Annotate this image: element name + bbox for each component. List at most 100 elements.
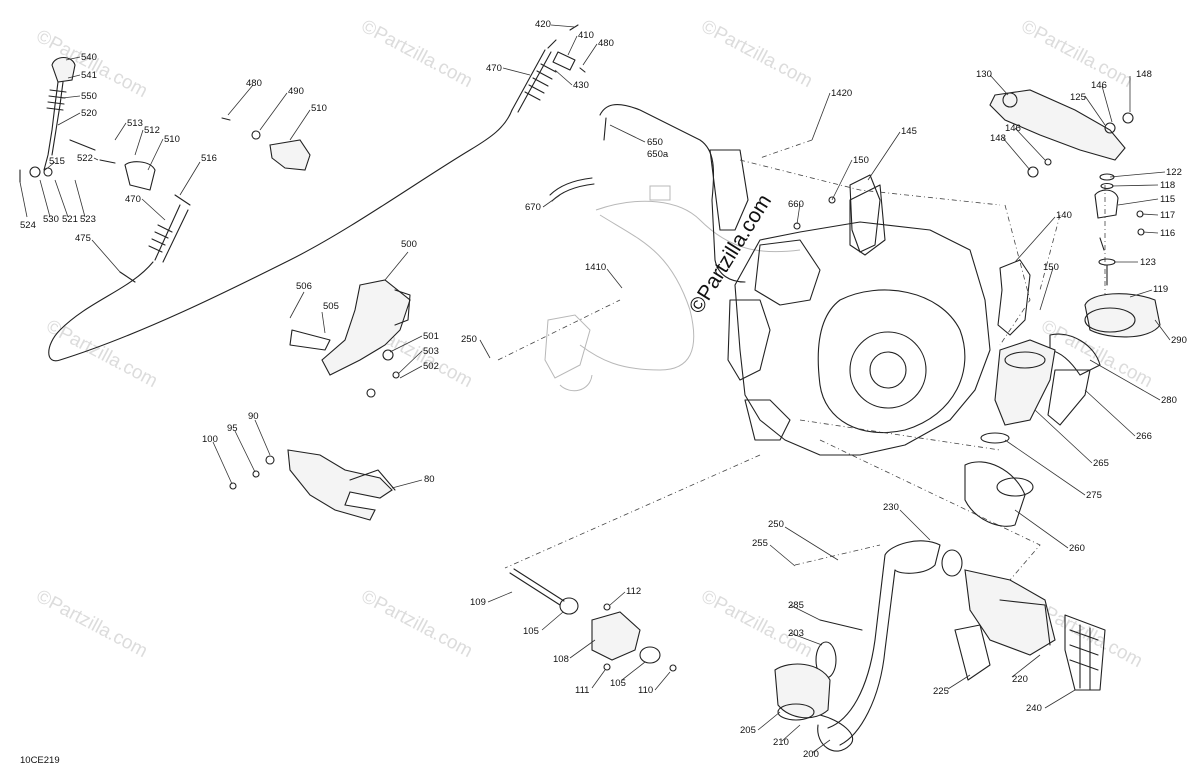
callout-1410: 1410 — [585, 262, 606, 273]
wiring-harness-ghost — [544, 185, 801, 392]
callout-80: 80 — [424, 474, 435, 485]
watermark: ©Partzilla.com — [358, 16, 476, 92]
callout-116: 116 — [1160, 228, 1175, 239]
pedal-80 — [229, 449, 396, 521]
callout-230: 230 — [883, 502, 899, 513]
callout-111: 111 — [575, 685, 589, 696]
leader-lines — [19, 24, 1171, 754]
callout-521: 521 — [62, 214, 78, 225]
callout-502: 502 — [423, 361, 439, 372]
callout-475: 475 — [75, 233, 91, 244]
callout-470: 470 — [486, 63, 502, 74]
callout-105: 105 — [523, 626, 539, 637]
callout-650a: 650a — [647, 149, 669, 160]
callout-105: 105 — [610, 678, 626, 689]
callout-150: 150 — [853, 155, 869, 166]
callout-524: 524 — [20, 220, 36, 231]
callout-130: 130 — [976, 69, 992, 80]
mount-108 — [509, 568, 677, 672]
callout-520: 520 — [81, 108, 97, 119]
callout-260: 260 — [1069, 543, 1085, 554]
callout-541: 541 — [81, 70, 97, 81]
callout-112: 112 — [626, 586, 641, 597]
callout-510: 510 — [164, 134, 180, 145]
callout-285: 285 — [788, 600, 804, 611]
watermark-layer: ©Partzilla.com ©Partzilla.com ©Partzilla… — [33, 16, 1156, 672]
bracket-500 — [289, 279, 411, 398]
callout-480: 480 — [598, 38, 614, 49]
callout-650: 650 — [647, 137, 663, 148]
callout-501: 501 — [423, 331, 439, 342]
callout-1420: 1420 — [831, 88, 852, 99]
callout-513: 513 — [127, 118, 143, 129]
callout-108: 108 — [553, 654, 569, 665]
callout-225: 225 — [933, 686, 949, 697]
callout-420: 420 — [535, 19, 551, 30]
bracket-510 — [221, 117, 311, 171]
callout-200: 200 — [803, 749, 819, 760]
drawing-code: 10CE219 — [20, 755, 60, 766]
watermark: ©Partzilla.com — [698, 586, 816, 662]
watermark: ©Partzilla.com — [1018, 16, 1136, 92]
callout-290: 290 — [1171, 335, 1187, 346]
callout-250: 250 — [461, 334, 477, 345]
assembly-guide-lines — [497, 139, 1106, 581]
callout-100: 100 — [202, 434, 218, 445]
callout-146: 146 — [1091, 80, 1107, 91]
callout-530: 530 — [43, 214, 59, 225]
callout-148: 148 — [990, 133, 1006, 144]
callout-148: 148 — [1136, 69, 1152, 80]
callout-122: 122 — [1166, 167, 1182, 178]
callout-115: 115 — [1160, 194, 1175, 205]
callout-119: 119 — [1153, 284, 1168, 295]
callout-410: 410 — [578, 30, 594, 41]
callout-522: 522 — [77, 153, 93, 164]
shifter-assembly — [19, 56, 513, 362]
callout-510: 510 — [311, 103, 327, 114]
callout-203: 203 — [788, 628, 804, 639]
callout-506: 506 — [296, 281, 312, 292]
callout-109: 109 — [470, 597, 486, 608]
callout-470: 470 — [125, 194, 141, 205]
callout-540: 540 — [81, 52, 97, 63]
callout-125: 125 — [1070, 92, 1086, 103]
callout-labels: 540 541 550 520 513 512 510 522 515 516 … — [20, 19, 1187, 760]
callout-670: 670 — [525, 202, 541, 213]
callout-505: 505 — [323, 301, 339, 312]
callout-145: 145 — [901, 126, 917, 137]
callout-512: 512 — [144, 125, 160, 136]
center-watermark: ©Partzilla.com — [685, 190, 776, 317]
watermark: ©Partzilla.com — [33, 586, 151, 662]
callout-430: 430 — [573, 80, 589, 91]
callout-660: 660 — [788, 199, 804, 210]
callout-516: 516 — [201, 153, 217, 164]
callout-503: 503 — [423, 346, 439, 357]
callout-118: 118 — [1160, 180, 1175, 191]
upper-cable-end — [511, 24, 586, 113]
callout-210: 210 — [773, 737, 789, 748]
callout-480: 480 — [246, 78, 262, 89]
callout-150: 150 — [1043, 262, 1059, 273]
intake-ducts — [964, 293, 1161, 527]
callout-275: 275 — [1086, 490, 1102, 501]
watermark: ©Partzilla.com — [43, 316, 161, 392]
callout-255: 255 — [752, 538, 768, 549]
callout-95: 95 — [227, 423, 238, 434]
intake-tubes — [774, 540, 1106, 752]
callout-500: 500 — [401, 239, 417, 250]
callout-266: 266 — [1136, 431, 1152, 442]
watermark: ©Partzilla.com — [698, 16, 816, 92]
callout-205: 205 — [740, 725, 756, 736]
callout-140: 140 — [1056, 210, 1072, 221]
callout-90: 90 — [248, 411, 259, 422]
callout-110: 110 — [638, 685, 653, 696]
callout-123: 123 — [1140, 257, 1156, 268]
callout-280: 280 — [1161, 395, 1177, 406]
callout-265: 265 — [1093, 458, 1109, 469]
callout-117: 117 — [1160, 210, 1175, 221]
callout-490: 490 — [288, 86, 304, 97]
callout-523: 523 — [80, 214, 96, 225]
callout-515: 515 — [49, 156, 65, 167]
